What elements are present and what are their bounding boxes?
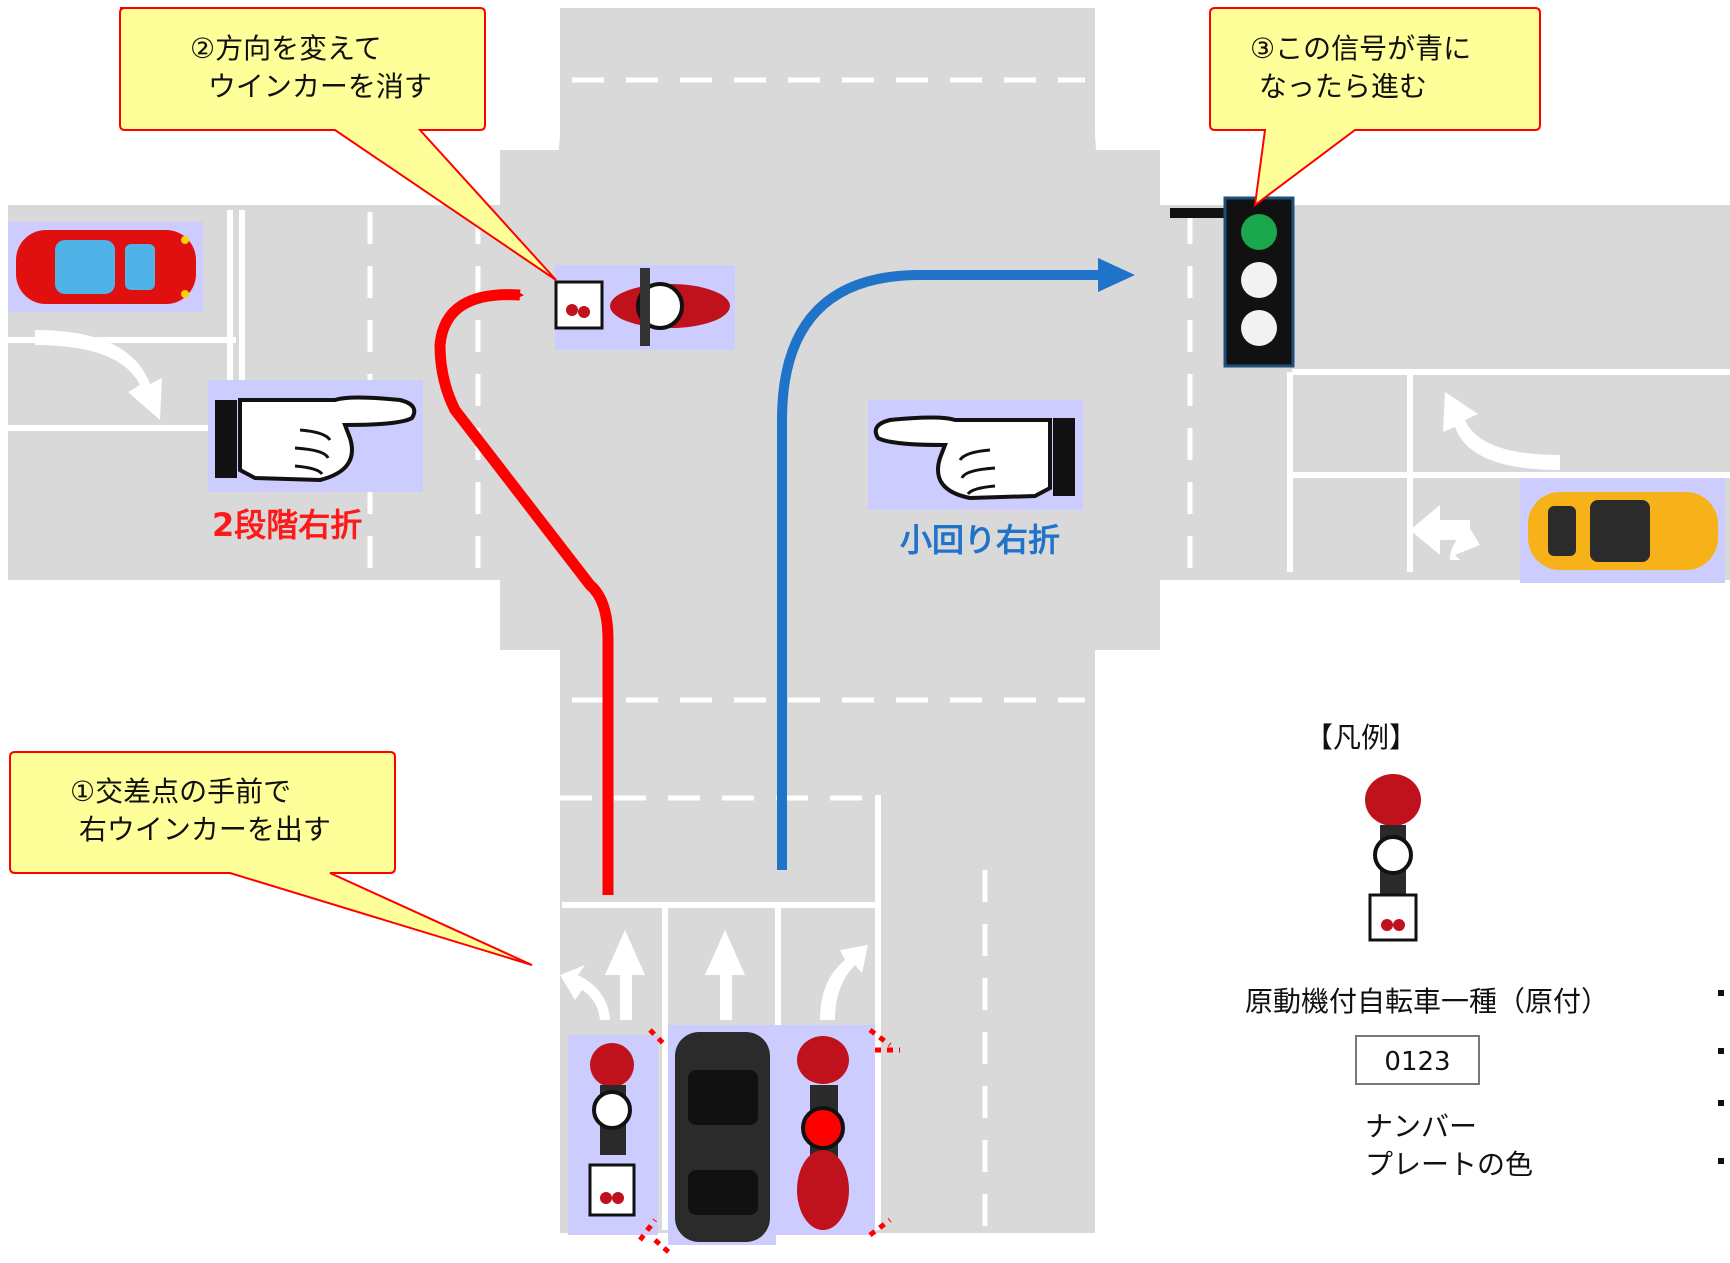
pointing-hand-left-icon <box>868 400 1083 510</box>
legend-bullets <box>1718 990 1724 1164</box>
callout-step1-line2: 右ウインカーを出す <box>78 813 331 846</box>
callout-step3 <box>1209 7 1541 208</box>
two-stage-turn-path <box>434 289 614 895</box>
red-car-icon <box>8 222 203 312</box>
pointing-hand-right-icon <box>208 380 423 492</box>
callout-step2-text: ②方向を変えて ウインカーを消す <box>190 30 432 106</box>
callout-step2-line1: ②方向を変えて <box>190 32 382 65</box>
callout-step3-text: ③この信号が青に なったら進む <box>1250 30 1471 106</box>
yellow-car-icon <box>1520 478 1725 583</box>
legend-number-plate: 0123 <box>1355 1035 1480 1085</box>
legend-motorcycle-icon <box>1365 774 1421 942</box>
legend-plate-caption-2: プレートの色 <box>1365 1148 1534 1181</box>
lane-solid-lines <box>8 210 1730 1230</box>
legend-vehicle-type: 原動機付自転車一種（原付） <box>1245 985 1610 1018</box>
motorcycle-right-lane-icon <box>775 1025 875 1235</box>
black-car-icon <box>668 1025 776 1245</box>
motorcycle-icon <box>554 265 735 350</box>
callout-step3-line1: ③この信号が青に <box>1250 32 1472 65</box>
small-turn-label: 小回り右折 <box>900 521 1061 559</box>
small-turn-arrowhead <box>1098 258 1135 292</box>
small-turn-path <box>777 270 1098 870</box>
motorcycle-left-lane-icon <box>568 1035 658 1235</box>
legend-plate-caption-1: ナンバー <box>1365 1110 1478 1143</box>
road-arrows <box>35 330 1560 1020</box>
callout-step1 <box>9 751 533 966</box>
callout-step2-line2: ウインカーを消す <box>207 70 432 103</box>
callout-step3-line2: なったら進む <box>1258 70 1427 103</box>
callout-step1-text: ①交差点の手前で 右ウインカーを出す <box>70 773 331 849</box>
traffic-signal-icon <box>1170 196 1295 368</box>
blinker-marks <box>638 1028 900 1257</box>
legend-title: 【凡例】 <box>1305 721 1418 754</box>
callout-step2 <box>119 7 557 281</box>
two-stage-turn-label: 2段階右折 <box>212 506 363 544</box>
callout-step1-line1: ①交差点の手前で <box>70 775 292 808</box>
